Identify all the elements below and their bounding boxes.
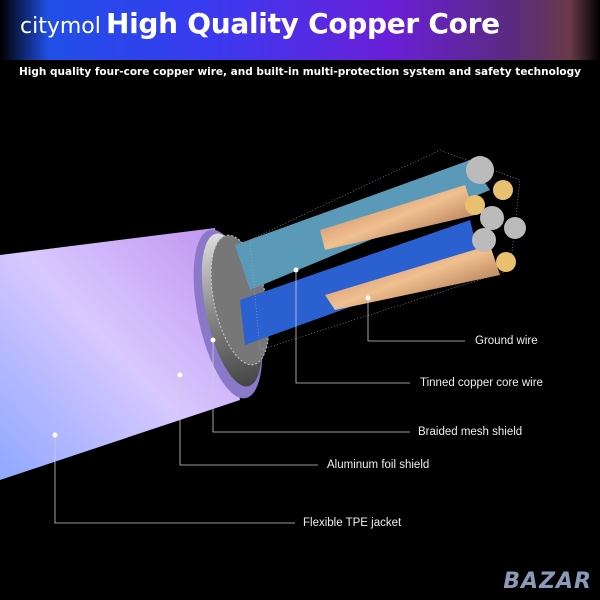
label-tinned-copper: Tinned copper core wire: [420, 377, 543, 389]
blue-wire-2: [240, 220, 480, 345]
leader-dots: [52, 267, 371, 438]
subtitle: High quality four-core copper wire, and …: [19, 66, 581, 78]
copper-wire-1: [320, 185, 475, 250]
label-aluminum-foil: Aluminum foil shield: [327, 459, 430, 471]
label-ground-wire: Ground wire: [475, 335, 538, 347]
label-braided-mesh: Braided mesh shield: [418, 426, 523, 438]
label-tpe-jacket: Flexible TPE jacket: [303, 517, 402, 529]
wire-ends: [465, 156, 526, 272]
watermark: BAZAR: [503, 569, 592, 594]
page-title: High Quality Copper Core: [106, 7, 500, 40]
leader-lines: [54, 270, 465, 524]
ground-wire: [325, 245, 500, 310]
header-banner: citymol High Quality Copper Core: [0, 0, 600, 60]
brand-name: citymol: [20, 14, 101, 39]
